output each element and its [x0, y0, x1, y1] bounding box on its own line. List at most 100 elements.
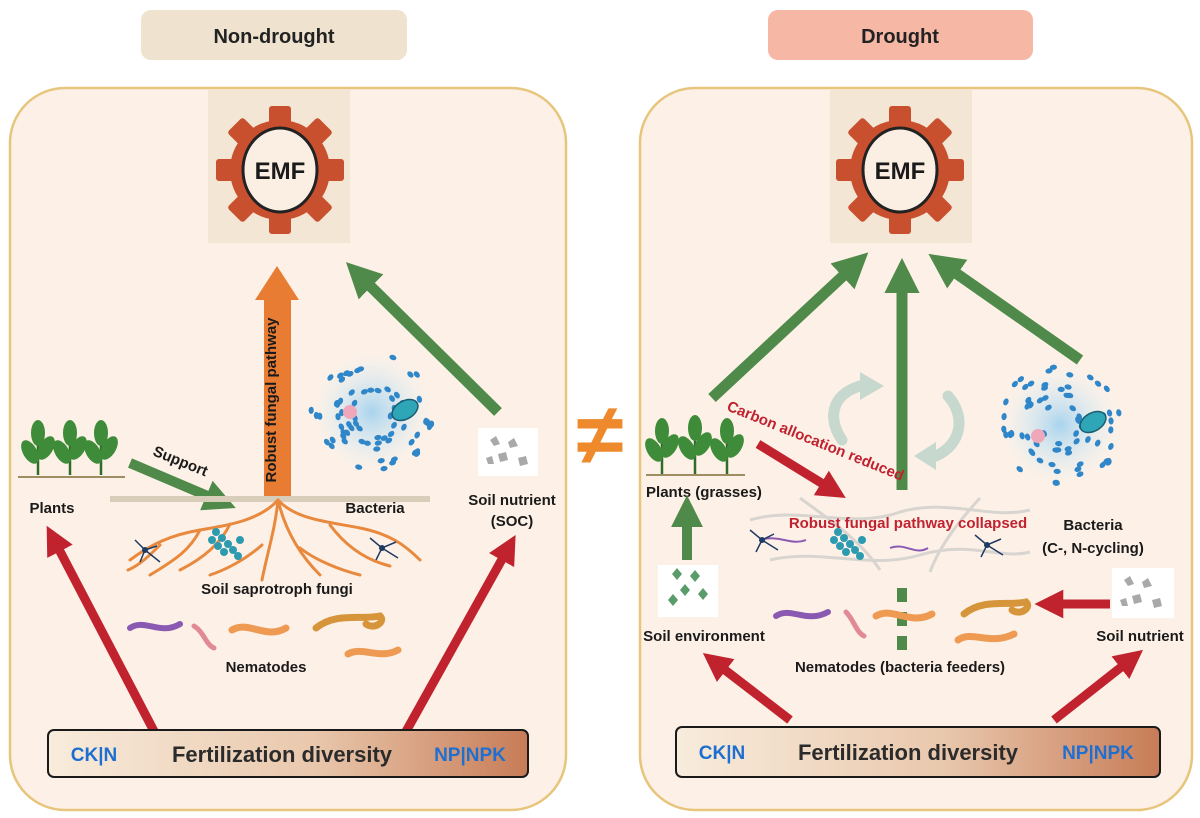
bacteria-dot — [428, 420, 435, 428]
not-equal-symbol: ≠ — [576, 387, 623, 483]
panel-right-frame — [638, 86, 1194, 812]
plants-label-left: Plants — [29, 500, 74, 517]
fert-label-right: Fertilization diversity — [798, 740, 1019, 765]
fert-np-npk-right: NP|NPK — [1062, 743, 1134, 764]
bacteria-dot — [387, 430, 395, 438]
bacteria-dot — [348, 389, 355, 396]
bacteria-dot — [1025, 396, 1032, 404]
fert-np-npk-left: NP|NPK — [434, 745, 506, 766]
fert-label-left: Fertilization diversity — [172, 742, 393, 767]
fert-to-soil-env-arrow — [702, 652, 793, 724]
header-non-drought-box — [141, 10, 407, 60]
bacteria-dot — [1036, 397, 1044, 404]
robust-fungal-pathway-arrow — [255, 266, 299, 498]
bacteria-dot — [335, 413, 341, 421]
cycle-arrows-icon — [828, 372, 965, 470]
bacteria-dot — [1085, 436, 1091, 443]
bacteria-dot — [308, 406, 314, 414]
bacteria-dot — [380, 465, 388, 472]
bacteria-dot — [1003, 398, 1009, 406]
bacteria-dot — [385, 437, 393, 444]
nutrient-to-emf-arrow — [345, 262, 502, 416]
soil-environment-label: Soil environment — [643, 628, 765, 645]
bacteria-dot — [1045, 368, 1053, 374]
bacteria-dot — [389, 354, 397, 361]
header-non-drought: Non-drought — [213, 26, 334, 48]
bacteria-dot — [1094, 380, 1102, 387]
bacteria-dot — [356, 425, 363, 432]
bacteria-dot — [1048, 461, 1056, 468]
soil-saprotroph-fungi-icon — [110, 496, 430, 582]
bacteria-dot — [1074, 466, 1082, 472]
bacteria-dot — [1052, 480, 1060, 486]
bacteria-dot — [380, 435, 388, 441]
bacteria-dot — [1073, 438, 1080, 445]
fert-ck-n-right: CK|N — [699, 743, 745, 764]
bacteria-dot — [354, 367, 362, 374]
bacteria-dot — [1029, 449, 1036, 456]
nematodes-label-right: Nematodes (bacteria feeders) — [795, 659, 1005, 676]
bacteria-dot — [346, 371, 354, 377]
plants-icon-left — [18, 420, 125, 478]
bacteria-dot — [414, 431, 421, 439]
bacteria-dot — [323, 438, 330, 446]
pathway-label-left: Robust fungal pathway — [263, 317, 280, 483]
soil-environment-icon — [658, 565, 718, 617]
header-drought-box — [768, 10, 1033, 60]
bacteria-dot — [1099, 461, 1106, 469]
bacteria-dot — [1057, 386, 1065, 393]
bacteria-dot — [333, 399, 340, 408]
bacteria-dot — [393, 391, 400, 399]
bacteria-dot — [407, 371, 414, 378]
bacteria-dot — [1064, 384, 1072, 390]
bacteria-dot — [1108, 443, 1114, 450]
bacteria-dot — [1075, 416, 1081, 424]
bacteria-dot — [1106, 409, 1113, 417]
bacteria-dot — [353, 420, 359, 427]
bacteria-dot — [1009, 429, 1015, 438]
panel-non-drought: Non-drought EMF Robust fungal pathway — [8, 10, 568, 812]
bacteria-dot — [1086, 374, 1094, 381]
bacteria-dot — [339, 409, 345, 417]
bacteria-dot — [1019, 432, 1025, 440]
bacteria-dot — [1041, 385, 1049, 391]
fert-to-nutrient-arrow — [400, 534, 516, 738]
bacteria-label-left: Bacteria — [345, 500, 405, 517]
bacteria-dot — [374, 387, 382, 394]
bacteria-dot — [1017, 376, 1025, 383]
plants-label-right: Plants (grasses) — [646, 484, 762, 501]
bacteria-dot — [1094, 439, 1101, 447]
bacteria-to-emf-arrow — [928, 253, 1084, 365]
soil-nutrient-icon-left — [478, 428, 538, 476]
bacteria-label-right: Bacteria — [1063, 517, 1123, 534]
bacteria-dot — [1064, 446, 1072, 452]
collapsed-fungi-icon — [749, 496, 1031, 573]
emf-gear-icon-right — [836, 106, 964, 234]
bacteria-icon-right — [1000, 364, 1122, 486]
plants-icon-right — [645, 415, 745, 476]
bacteria-dot — [1053, 468, 1061, 475]
bacteria-dot — [1105, 459, 1112, 466]
nematodes-icon-right — [773, 598, 1031, 644]
bacteria-dot — [1108, 417, 1114, 425]
bacteria-dot — [1011, 380, 1018, 388]
bacteria-dot — [1073, 430, 1079, 437]
bacteria-dot — [1024, 433, 1031, 441]
bacteria-dot — [1045, 404, 1052, 411]
bacteria-dot — [1049, 364, 1057, 370]
carbon-allocation-arrow — [755, 440, 846, 499]
soil-nutrient-sub-left: (SOC) — [491, 513, 534, 530]
bacteria-dot — [1001, 413, 1007, 421]
bacteria-dot — [1108, 426, 1114, 434]
bacteria-dot — [360, 389, 368, 395]
bacteria-dot — [344, 429, 351, 436]
bacteria-dot — [423, 417, 429, 425]
fert-ck-n-left: CK|N — [71, 745, 117, 766]
bacteria-dot — [1036, 457, 1044, 464]
bacteria-dot — [1054, 447, 1062, 453]
bacteria-dot — [1063, 392, 1071, 399]
bacteria-dot — [1103, 385, 1110, 393]
emf-gear-icon — [216, 106, 344, 234]
bacteria-dot — [390, 456, 398, 463]
